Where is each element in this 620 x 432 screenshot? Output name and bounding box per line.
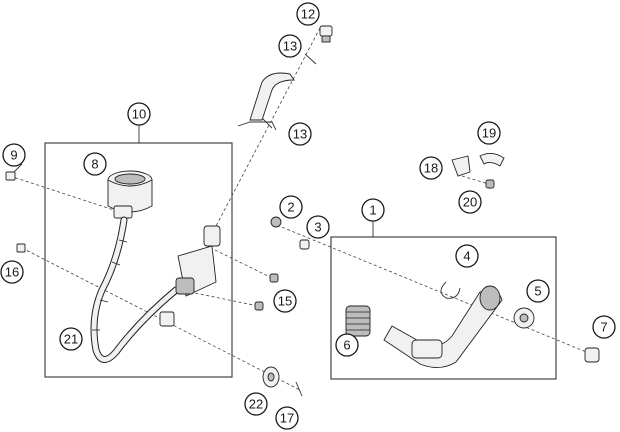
reservoir-cap-part <box>319 25 333 43</box>
pedal-spring-part <box>345 305 371 337</box>
brake-pedal-part <box>383 285 503 368</box>
mounting-bolt-part <box>254 273 279 311</box>
pushrod-ball-part <box>270 216 310 250</box>
callout-label: 19 <box>482 126 496 141</box>
callout-1: 1 <box>361 198 385 222</box>
callout-21: 21 <box>59 327 83 351</box>
callout-17: 17 <box>275 406 299 430</box>
circlip-part <box>440 281 461 299</box>
callout-18: 18 <box>419 156 443 180</box>
washer-part <box>262 366 280 388</box>
assembly-axes <box>9 27 597 391</box>
hose-clip-part <box>261 53 317 129</box>
callout-15: 15 <box>273 289 297 313</box>
callout-13-lower: 13 <box>288 122 312 146</box>
callout-5: 5 <box>526 279 550 303</box>
callout-3: 3 <box>306 215 330 239</box>
callout-20: 20 <box>458 190 482 214</box>
callout-6: 6 <box>335 333 359 357</box>
callout-8: 8 <box>83 152 107 176</box>
callout-9: 9 <box>2 143 26 167</box>
callout-label: 20 <box>463 195 477 210</box>
callout-label: 6 <box>343 338 350 353</box>
callout-label: 22 <box>249 397 263 412</box>
master-cylinder-group-frame <box>44 142 233 378</box>
brake-fluid-reservoir-part <box>107 170 153 219</box>
sensor-bracket-part <box>451 153 505 189</box>
callout-4: 4 <box>455 244 479 268</box>
callout-10: 10 <box>127 102 151 126</box>
callout-19: 19 <box>477 121 501 145</box>
callout-16: 16 <box>0 260 24 284</box>
callout-label: 16 <box>5 265 19 280</box>
callout-22: 22 <box>244 392 268 416</box>
brake-pedal-group-frame <box>330 236 557 380</box>
callout-label: 3 <box>314 220 321 235</box>
brake-master-cylinder-part <box>159 225 221 327</box>
callout-7: 7 <box>592 315 616 339</box>
callout-label: 10 <box>132 107 146 122</box>
callout-label: 12 <box>301 7 315 22</box>
callout-label: 5 <box>534 284 541 299</box>
callout-label: 17 <box>280 411 294 426</box>
callout-2: 2 <box>279 195 303 219</box>
pedal-bolt-part <box>584 347 600 363</box>
callout-label: 18 <box>424 161 438 176</box>
callout-label: 1 <box>369 203 376 218</box>
callout-label: 15 <box>278 294 292 309</box>
cotter-pin-part <box>295 381 303 397</box>
callout-leaders <box>13 124 374 237</box>
callout-label: 7 <box>600 320 607 335</box>
callout-label: 2 <box>287 200 294 215</box>
pedal-bushing-part <box>513 307 535 329</box>
callout-label: 8 <box>91 157 98 172</box>
callout-label: 4 <box>463 249 470 264</box>
callout-12: 12 <box>296 2 320 26</box>
callout-13-upper: 13 <box>278 34 302 58</box>
screw-part <box>5 171 26 253</box>
callout-label: 21 <box>64 332 78 347</box>
reservoir-hose-part <box>90 216 180 363</box>
callout-label: 13 <box>283 39 297 54</box>
vent-hose-part <box>237 72 295 131</box>
callout-label: 13 <box>293 127 307 142</box>
callout-label: 9 <box>10 148 17 163</box>
